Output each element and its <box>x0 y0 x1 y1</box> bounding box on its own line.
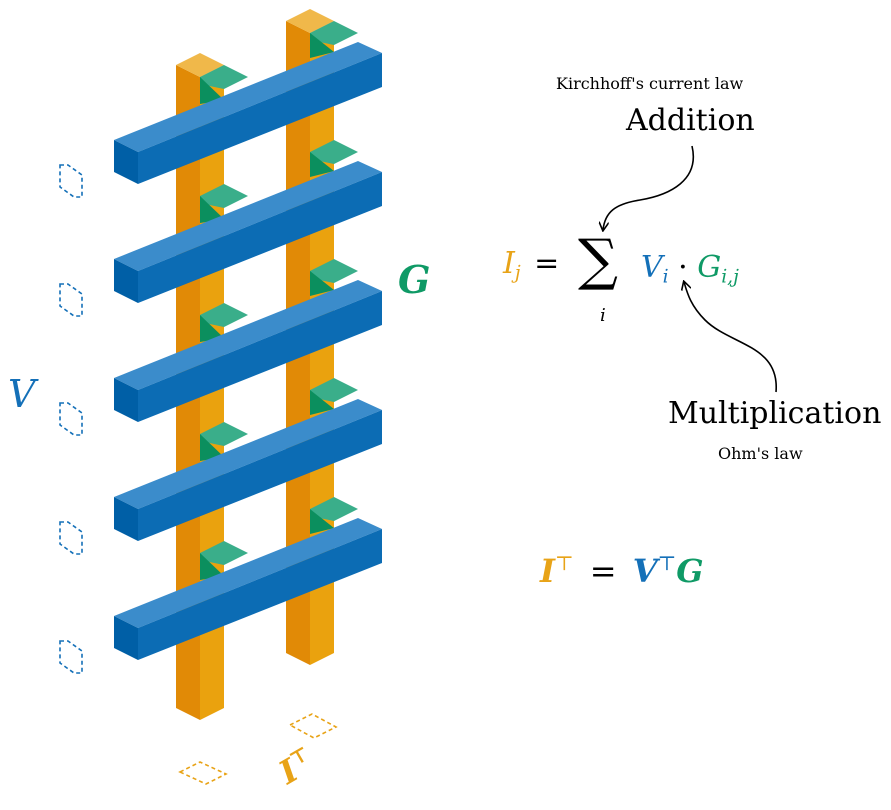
voltage-row-1 <box>114 21 382 184</box>
row-3-top-face <box>114 280 382 390</box>
eq-voltage-symbol: V <box>641 250 663 285</box>
crosspoint-cap-shade-5-2 <box>310 509 334 534</box>
matrix-equals: = <box>589 552 617 590</box>
eq-sigma: ∑ <box>578 228 618 293</box>
addition-label: Addition <box>626 103 755 138</box>
crosspoint-cap-5-2 <box>310 497 358 521</box>
conductance-symbol: G <box>398 257 431 302</box>
eq-product-dot: · <box>678 250 688 285</box>
row-5-front-face <box>138 529 382 660</box>
voltage-input-outline-5 <box>59 640 83 674</box>
crosspoint-cap-4-2 <box>310 378 358 402</box>
crosspoint-cap-shade-2-1 <box>200 196 224 223</box>
multiplication-label: Multiplication <box>668 396 882 431</box>
matrix-current: I⊤ <box>540 552 574 590</box>
eq-equals: = <box>534 246 560 281</box>
crosspoint-cap-3-2 <box>310 259 358 283</box>
row-4-top-face <box>114 399 382 509</box>
row-2-end-face <box>114 259 138 303</box>
row-3-front-face <box>138 291 382 422</box>
crosspoint-cap-shade-5-1 <box>200 553 224 580</box>
voltage-row-4 <box>114 378 382 541</box>
summation-equation: Ij = <box>503 246 563 284</box>
eq-voltage-subscript: i <box>662 266 669 288</box>
voltage-row-3 <box>114 259 382 422</box>
matrix-voltage-symbol: V <box>632 552 658 590</box>
crosspoint-cap-shade-1-1 <box>200 77 224 104</box>
row-3-end-face <box>114 378 138 422</box>
crosspoint-cap-shade-2-2 <box>310 152 334 177</box>
matrix-current-symbol: I <box>540 552 555 590</box>
crosspoint-cap-4-1 <box>200 422 248 446</box>
voltage-symbol: V <box>8 372 36 416</box>
matrix-conductance: G <box>676 552 704 590</box>
voltage-input-outline-2 <box>59 283 83 317</box>
eq-conductance-symbol: G <box>697 250 722 285</box>
row-1-end-face <box>114 140 138 184</box>
multiplication-arrow <box>684 282 777 393</box>
current-output-outline-2 <box>288 713 338 739</box>
crosspoint-cap-3-1 <box>200 303 248 327</box>
crosspoint-cap-1-2 <box>310 21 358 45</box>
addition-arrow <box>603 145 695 230</box>
eq-current-subscript: j <box>514 262 521 284</box>
eq-conductance-subscript: i,j <box>721 266 739 288</box>
eq-voltage: Vi <box>641 250 669 288</box>
matrix-voltage-sup: ⊤ <box>657 552 677 576</box>
row-2-front-face <box>138 172 382 303</box>
eq-sigma-index: i <box>600 305 606 326</box>
row-1-top-face <box>114 42 382 152</box>
kirchhoff-law-label: Kirchhoff's current law <box>556 74 744 93</box>
row-2-top-face <box>114 161 382 271</box>
matrix-current-sup: ⊤ <box>554 552 574 576</box>
eq-conductance: Gi,j <box>697 250 739 288</box>
current-output-outline-1 <box>178 761 228 785</box>
row-5-end-face <box>114 616 138 660</box>
row-4-front-face <box>138 410 382 541</box>
matrix-voltage: V⊤ <box>633 552 676 590</box>
crosspoint-cap-shade-3-2 <box>310 271 334 296</box>
crosspoint-cap-shade-3-1 <box>200 315 224 342</box>
dashed-outlines <box>59 164 338 785</box>
crosspoint-cap-shade-4-1 <box>200 434 224 461</box>
voltage-rows <box>114 21 382 660</box>
crosspoint-cap-1-1 <box>200 65 248 89</box>
crosspoint-cap-2-2 <box>310 140 358 164</box>
ohms-law-label: Ohm's law <box>718 444 803 463</box>
crosspoint-cap-shade-1-2 <box>310 33 334 58</box>
row-5-top-face <box>114 518 382 628</box>
matrix-equation: I⊤ = V⊤G <box>540 552 704 590</box>
voltage-input-outline-1 <box>59 164 83 198</box>
voltage-row-2 <box>114 140 382 303</box>
eq-current: Ij <box>503 246 521 284</box>
crosspoint-cap-5-1 <box>200 541 248 565</box>
row-1-front-face <box>138 53 382 184</box>
row-4-end-face <box>114 497 138 541</box>
eq-current-symbol: I <box>503 246 515 281</box>
voltage-row-5 <box>114 497 382 660</box>
summation-terms: Vi · Gi,j <box>641 250 739 288</box>
crosspoint-cap-2-1 <box>200 184 248 208</box>
voltage-input-outline-3 <box>59 402 83 436</box>
crosspoint-cap-shade-4-2 <box>310 390 334 415</box>
annotation-arrows <box>603 145 777 393</box>
voltage-input-outline-4 <box>59 521 83 555</box>
